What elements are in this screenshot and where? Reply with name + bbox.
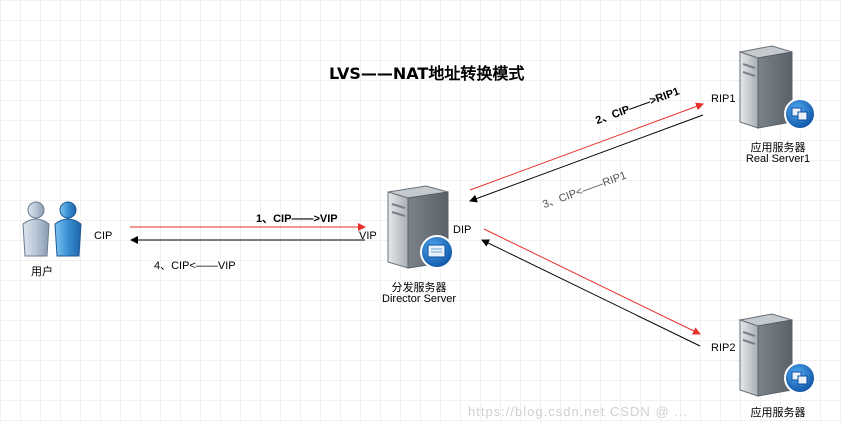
step4-label: 4、CIP<——VIP xyxy=(154,260,236,272)
real-server1-icon xyxy=(738,45,816,130)
step1-label: 1、CIP——>VIP xyxy=(256,213,338,225)
arrow-rip2-to-dip xyxy=(481,239,701,347)
real1-sublabel: Real Server1 xyxy=(745,153,811,165)
user-icon xyxy=(22,201,82,257)
director-label: 分发服务器 xyxy=(391,282,447,294)
real-server2-icon xyxy=(738,313,816,397)
director-dip-label: DIP xyxy=(453,224,472,236)
arrow-step2 xyxy=(469,102,704,191)
director-vip-label: VIP xyxy=(359,230,377,242)
director-server-icon xyxy=(387,185,454,269)
user-label: 用户 xyxy=(31,266,53,278)
real1-label: 应用服务器 xyxy=(750,142,806,154)
diagram-title: LVS——NAT地址转换模式 xyxy=(329,64,525,83)
real2-label: 应用服务器 xyxy=(750,407,806,419)
real1-rip-label: RIP1 xyxy=(711,93,736,105)
arrow-step3 xyxy=(469,114,704,203)
watermark: https://blog.csdn.net CSDN @ ... xyxy=(468,404,689,419)
user-ip-label: CIP xyxy=(94,230,113,242)
director-sublabel: Director Server xyxy=(382,293,456,305)
arrow-dip-to-rip2 xyxy=(483,228,701,335)
real2-rip-label: RIP2 xyxy=(711,342,736,354)
